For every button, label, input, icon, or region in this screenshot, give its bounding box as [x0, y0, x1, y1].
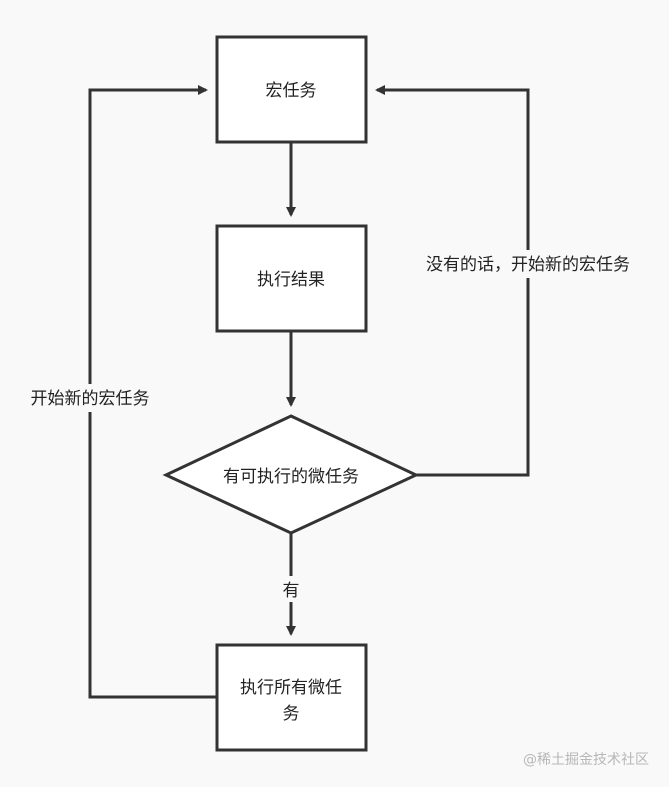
node-execute-all-micro-label-line2: 务 [283, 704, 300, 724]
node-has-micro-decision [162, 414, 420, 535]
node-execute-result-label: 执行结果 [257, 270, 325, 290]
edge-label-new-macro-bg [20, 384, 160, 412]
edge-label-yes-bg [278, 576, 304, 602]
node-has-micro-decision-label: 有可执行的微任务 [223, 467, 359, 487]
edge-label-new-macro: 开始新的宏任务 [31, 389, 150, 409]
node-execute-all-micro-label-line1: 执行所有微任 [240, 678, 342, 698]
edge-label-no: 没有的话，开始新的宏任务 [426, 255, 630, 275]
edge-label-no-bg [408, 250, 648, 278]
node-execute-all-micro [215, 643, 368, 752]
node-macro-task-label: 宏任务 [266, 81, 317, 101]
edge-no-micro-back-to-macro [375, 85, 530, 477]
node-macro-task [215, 35, 368, 144]
edge-label-yes: 有 [283, 581, 300, 601]
watermark: @稀土掘金技术社区 [523, 752, 649, 768]
node-execute-result [215, 224, 368, 333]
